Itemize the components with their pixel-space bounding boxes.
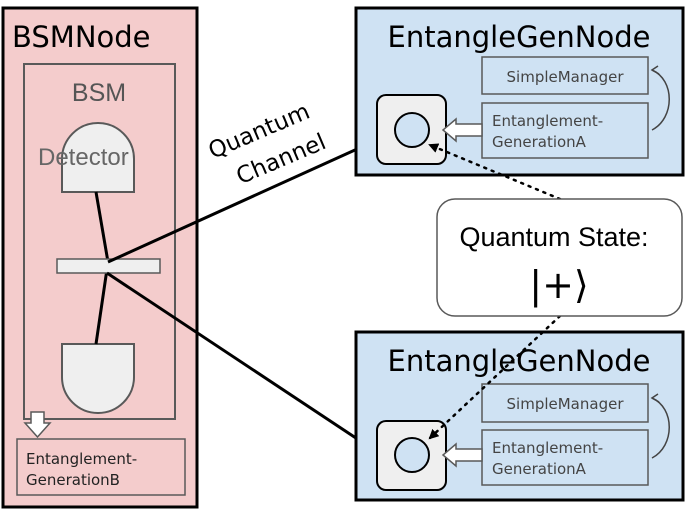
top-node-title: EntangleGenNode: [388, 20, 651, 54]
top-manager-box: [481, 56, 649, 95]
quantum-channel-bottom: [106, 271, 378, 454]
bottom-memory-qubit: [394, 437, 430, 473]
quantum-state-label: Quantum State:: [459, 222, 648, 252]
state-pointer-top: [428, 143, 562, 201]
bsm-down-arrow-icon: [23, 411, 52, 439]
quantum-state-ket: |+⟩: [529, 263, 588, 308]
quantum-channel-top: [107, 138, 378, 264]
bottom-manager-label: SimpleManager: [507, 395, 625, 413]
detector-top: [61, 122, 135, 193]
bottom-node-title: EntangleGenNode: [388, 344, 651, 378]
bsm-protocol-label-line1: Entanglement-: [26, 450, 137, 468]
bottom-curved-arrow-head-icon: [650, 393, 660, 403]
detector-bottom: [61, 343, 135, 414]
top-protocol-label-line2: GenerationA: [492, 133, 587, 151]
top-left-arrow-icon: [441, 117, 483, 143]
bottom-left-arrow-icon: [441, 442, 483, 468]
top-manager-label: SimpleManager: [507, 68, 625, 86]
bottom-protocol-label-line1: Entanglement-: [492, 439, 603, 457]
top-curved-arrow-head-icon: [650, 65, 660, 75]
bottom-manager-box: [481, 383, 649, 423]
state-pointer-bottom: [428, 314, 562, 440]
detector-bottom-wire: [94, 268, 109, 345]
top-protocol-label-line1: Entanglement-: [492, 112, 603, 130]
detector-label: Detector: [38, 144, 129, 171]
bsm-box: [23, 63, 176, 420]
bsm-protocol-label-line2: GenerationB: [26, 471, 120, 489]
top-memory-qubit: [394, 112, 430, 148]
bsm-protocol-box: [16, 438, 186, 496]
detector-top-wire: [94, 191, 110, 263]
quantum-state-box: [436, 198, 683, 317]
bsm-node-title: BSMNode: [12, 20, 151, 54]
bottom-protocol-label-line2: GenerationA: [492, 460, 587, 478]
bsm-box-label: BSM: [72, 79, 126, 107]
